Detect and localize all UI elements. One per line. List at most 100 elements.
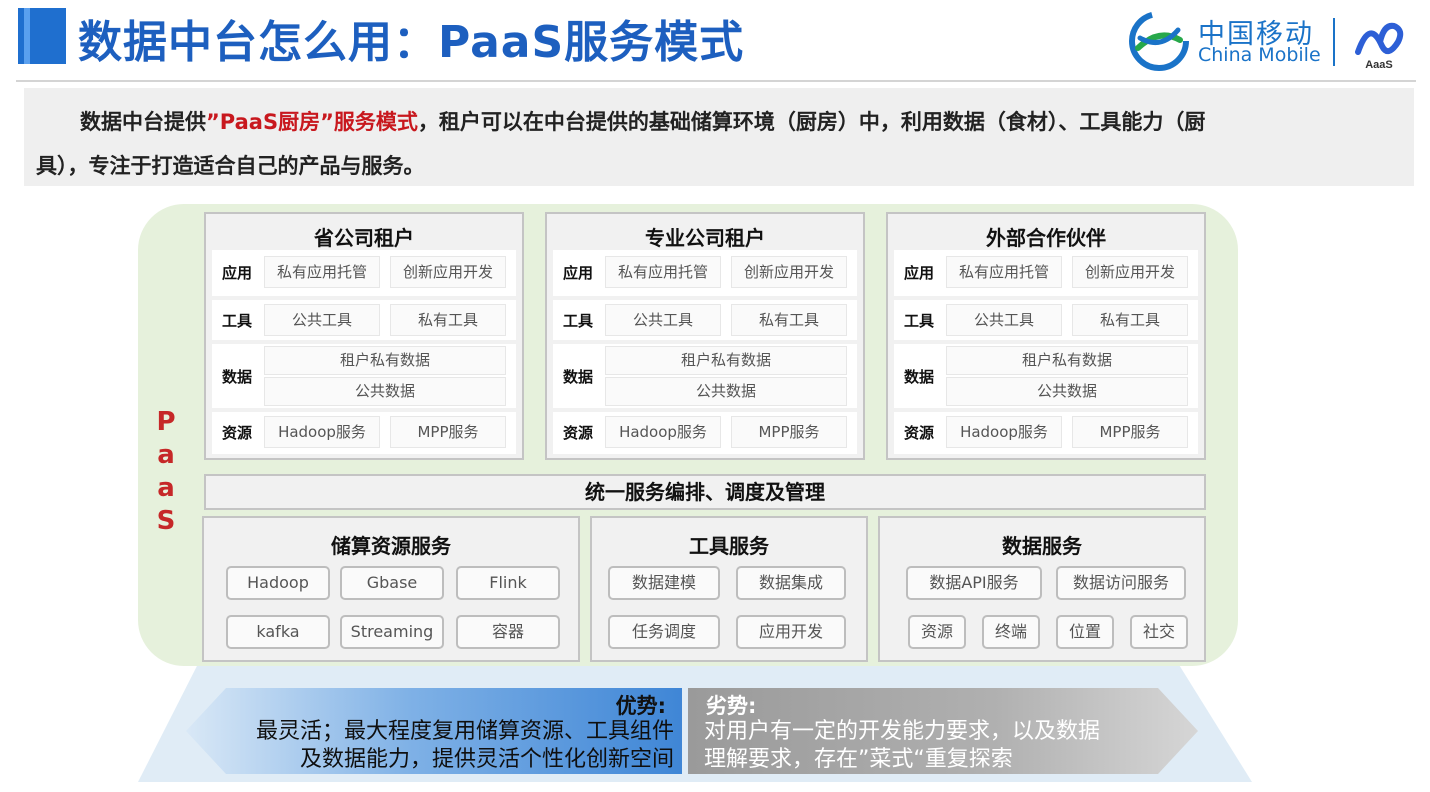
tenant-cell: 私有工具 [390, 304, 506, 336]
disadvantages-line: 理解要求，存在”菜式“重复探索 [704, 747, 1013, 772]
service-chip: 资源 [908, 615, 966, 649]
tenant-title: 外部合作伙伴 [986, 226, 1106, 250]
tenant-cell: Hadoop服务 [605, 416, 721, 448]
service-title: 数据服务 [1002, 534, 1082, 558]
row-label: 资源 [904, 424, 935, 442]
tenant-cell: MPP服务 [390, 416, 506, 448]
row-label: 数据 [222, 368, 253, 386]
header-divider [16, 80, 1416, 82]
row-label: 应用 [563, 264, 594, 282]
tenant-cell: 租户私有数据 [946, 346, 1188, 375]
tenant-row-tool: 工具 公共工具 私有工具 [553, 300, 857, 340]
service-chip: Gbase [340, 566, 444, 600]
aaas-logo-icon: AaaS [1355, 22, 1404, 70]
disadvantages-arrow: 劣势: 对用户有一定的开发能力要求，以及数据 理解要求，存在”菜式“重复探索 [688, 688, 1200, 774]
tenant-cell: 租户私有数据 [605, 346, 847, 375]
tenant-cell: 公共工具 [605, 304, 721, 336]
intro-text-3: 具），专注于打造适合自己的产品与服务。 [36, 154, 425, 178]
tenant-cell: 公共数据 [605, 377, 847, 406]
tenant-row-res: 资源 Hadoop服务 MPP服务 [553, 412, 857, 454]
intro-text-2: ，租户可以在中台提供的基础储算环境（厨房）中，利用数据（食材）、工具能力（厨 [417, 110, 1206, 134]
service-data: 数据服务 数据API服务 数据访问服务 资源 终端 位置 社交 [878, 516, 1206, 662]
row-label: 资源 [222, 424, 253, 442]
tenant-row-app: 应用 私有应用托管 创新应用开发 [212, 250, 516, 296]
tenant-cell: 创新应用开发 [731, 256, 847, 288]
tenant-cell: 公共数据 [946, 377, 1188, 406]
tenant-cell: 租户私有数据 [264, 346, 506, 375]
logo-divider [1333, 18, 1335, 66]
advantages-text: 最灵活；最大程度复用储算资源、工具组件 及数据能力，提供灵活个性化创新空间 [214, 718, 674, 774]
left-arrow-shape [186, 688, 682, 774]
tenant-title: 专业公司租户 [645, 226, 765, 250]
intro-paragraph: 数据中台提供”PaaS厨房”服务模式，租户可以在中台提供的基础储算环境（厨房）中… [24, 88, 1414, 186]
intro-text-1: 数据中台提供 [80, 110, 206, 134]
service-chip: 数据访问服务 [1056, 566, 1186, 600]
tenant-row-data: 数据 租户私有数据 公共数据 [894, 344, 1198, 408]
row-label: 工具 [904, 312, 935, 330]
tenant-cell: MPP服务 [1072, 416, 1188, 448]
tenant-cell: 创新应用开发 [1072, 256, 1188, 288]
row-label: 工具 [563, 312, 594, 330]
disadvantages-heading: 劣势: [706, 694, 757, 718]
service-title: 工具服务 [689, 534, 769, 558]
tenant-cell: 公共数据 [264, 377, 506, 406]
tenant-cell: 创新应用开发 [390, 256, 506, 288]
paas-letter: a [157, 440, 175, 470]
service-storage-compute: 储算资源服务 Hadoop Gbase Flink kafka Streamin… [202, 516, 580, 662]
row-label: 数据 [904, 368, 935, 386]
tenant-cell: 私有工具 [731, 304, 847, 336]
advantages-heading: 优势: [615, 694, 666, 718]
tenant-cell: MPP服务 [731, 416, 847, 448]
tenant-row-app: 应用 私有应用托管 创新应用开发 [553, 250, 857, 296]
service-chip: Flink [456, 566, 560, 600]
service-chip: 社交 [1130, 615, 1188, 649]
service-chip: 数据建模 [608, 566, 720, 600]
service-chip: 应用开发 [736, 615, 846, 649]
tenant-row-app: 应用 私有应用托管 创新应用开发 [894, 250, 1198, 296]
paas-letter: P [156, 407, 176, 437]
paas-vertical-label: P a a S [148, 406, 184, 538]
tenant-cell: Hadoop服务 [946, 416, 1062, 448]
service-chip: 数据集成 [736, 566, 846, 600]
disadvantages-line: 对用户有一定的开发能力要求，以及数据 [704, 719, 1101, 744]
logo-text-cn: 中国移动 [1198, 19, 1314, 50]
paas-letter: a [157, 473, 175, 503]
service-chip: 数据API服务 [906, 566, 1042, 600]
tenant-title: 省公司租户 [314, 226, 414, 250]
row-label: 应用 [904, 264, 935, 282]
tenant-row-tool: 工具 公共工具 私有工具 [212, 300, 516, 340]
logo-text-en: China Mobile [1198, 44, 1321, 66]
title-accent-bar [18, 8, 66, 64]
tenant-cell: 公共工具 [946, 304, 1062, 336]
tenant-row-data: 数据 租户私有数据 公共数据 [553, 344, 857, 408]
tenant-provincial: 省公司租户 应用 私有应用托管 创新应用开发 工具 公共工具 私有工具 数据 租… [204, 212, 524, 460]
row-label: 工具 [222, 312, 253, 330]
advantages-arrow: 优势: 最灵活；最大程度复用储算资源、工具组件 及数据能力，提供灵活个性化创新空… [186, 688, 684, 774]
service-chip: Hadoop [226, 566, 330, 600]
paas-letter: S [156, 506, 176, 536]
china-mobile-logo-icon [1129, 11, 1189, 71]
disadvantages-text: 对用户有一定的开发能力要求，以及数据 理解要求，存在”菜式“重复探索 [704, 718, 1174, 774]
service-title: 储算资源服务 [331, 534, 451, 558]
service-chip: kafka [226, 615, 330, 649]
tenant-row-res: 资源 Hadoop服务 MPP服务 [894, 412, 1198, 454]
intro-highlight: ”PaaS厨房”服务模式 [206, 110, 418, 134]
tenant-cell: 私有应用托管 [605, 256, 721, 288]
tenant-cell: 私有应用托管 [264, 256, 380, 288]
service-chip: 容器 [456, 615, 560, 649]
tenant-cell: Hadoop服务 [264, 416, 380, 448]
row-label: 资源 [563, 424, 594, 442]
service-chip: 位置 [1056, 615, 1114, 649]
tenant-row-tool: 工具 公共工具 私有工具 [894, 300, 1198, 340]
tenant-row-res: 资源 Hadoop服务 MPP服务 [212, 412, 516, 454]
svg-text:AaaS: AaaS [1365, 59, 1393, 70]
right-arrow-shape [688, 688, 1198, 774]
brand-logos: 中国移动 China Mobile AaaS [1128, 10, 1418, 72]
service-chip: 终端 [982, 615, 1040, 649]
orchestration-bar: 统一服务编排、调度及管理 [204, 474, 1206, 510]
tenant-cell: 私有工具 [1072, 304, 1188, 336]
service-tools: 工具服务 数据建模 数据集成 任务调度 应用开发 [590, 516, 868, 662]
tenant-cell: 私有应用托管 [946, 256, 1062, 288]
service-chip: 任务调度 [608, 615, 720, 649]
tenant-professional: 专业公司租户 应用 私有应用托管 创新应用开发 工具 公共工具 私有工具 数据 … [545, 212, 865, 460]
